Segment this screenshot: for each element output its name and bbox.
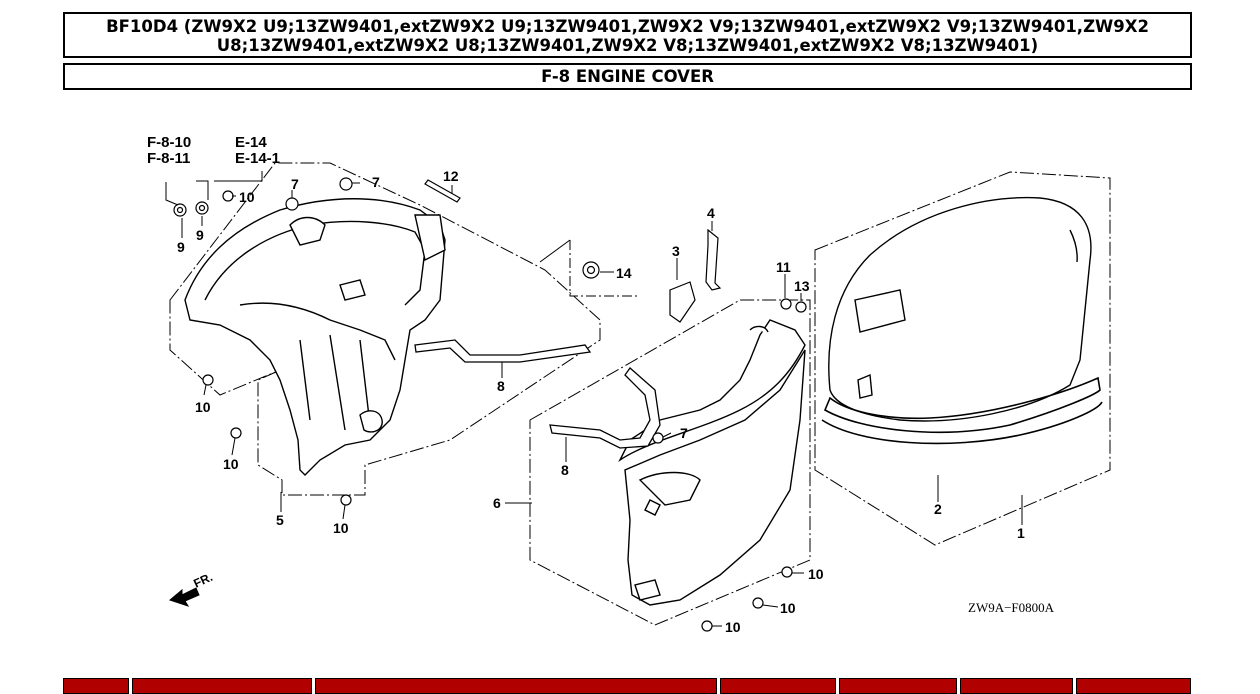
rear-cover-group-outline	[169, 162, 601, 496]
seal-part	[821, 376, 1103, 445]
callout-8-a[interactable]: 8	[497, 378, 505, 394]
callout-10-e[interactable]: 10	[808, 566, 824, 582]
callout-2[interactable]: 2	[934, 501, 942, 517]
ref-e-14[interactable]: E-14	[235, 134, 267, 151]
table-header-cell	[839, 678, 957, 694]
callout-10-f[interactable]: 10	[780, 600, 796, 616]
rear-cover-part	[184, 198, 446, 476]
ref-f-8-11[interactable]: F-8-11	[147, 150, 190, 167]
drawing-code: ZW9A−F0800A	[968, 600, 1055, 615]
callout-10-a[interactable]: 10	[239, 189, 255, 205]
callout-10-b[interactable]: 10	[195, 399, 211, 415]
table-header-cell	[132, 678, 312, 694]
callout-10-g[interactable]: 10	[725, 619, 741, 635]
callout-1[interactable]: 1	[1017, 525, 1025, 541]
callout-11[interactable]: 11	[776, 259, 791, 275]
callout-10-c[interactable]: 10	[223, 456, 239, 472]
ref-e-14-1[interactable]: E-14-1	[235, 150, 280, 167]
table-header-cell	[1076, 678, 1191, 694]
front-arrow-icon: FR.	[168, 570, 215, 607]
callout-8-b[interactable]: 8	[561, 462, 569, 478]
side-cover-part	[618, 319, 806, 606]
callout-9-b[interactable]: 9	[196, 227, 204, 243]
callout-7-a[interactable]: 7	[291, 176, 299, 192]
callout-9-a[interactable]: 9	[177, 239, 185, 255]
rubber-strip-part	[414, 339, 661, 449]
callout-3[interactable]: 3	[672, 243, 680, 259]
table-header-cell	[960, 678, 1073, 694]
callout-14[interactable]: 14	[616, 265, 632, 281]
top-cover-part	[828, 196, 1092, 422]
top-cover-group-outline	[814, 171, 1111, 546]
callout-10-d[interactable]: 10	[333, 520, 349, 536]
callout-7-c[interactable]: 7	[680, 425, 688, 441]
callout-6[interactable]: 6	[493, 495, 501, 511]
table-header-cell	[720, 678, 836, 694]
callout-4[interactable]: 4	[707, 205, 715, 221]
table-header-cell	[63, 678, 129, 694]
callout-12[interactable]: 12	[443, 168, 459, 184]
front-label: FR.	[191, 570, 214, 591]
callout-13[interactable]: 13	[794, 278, 810, 294]
parts-table-header	[63, 678, 1197, 694]
callout-7-b[interactable]: 7	[372, 174, 380, 190]
table-header-cell	[315, 678, 717, 694]
callout-5[interactable]: 5	[276, 512, 284, 528]
fasteners	[173, 177, 807, 632]
section-title: F-8 ENGINE COVER	[63, 63, 1192, 90]
ref-f-8-10[interactable]: F-8-10	[147, 134, 191, 151]
side-cover-group-outline	[529, 299, 811, 626]
model-title: BF10D4 (ZW9X2 U9;13ZW9401,extZW9X2 U9;13…	[63, 12, 1192, 58]
